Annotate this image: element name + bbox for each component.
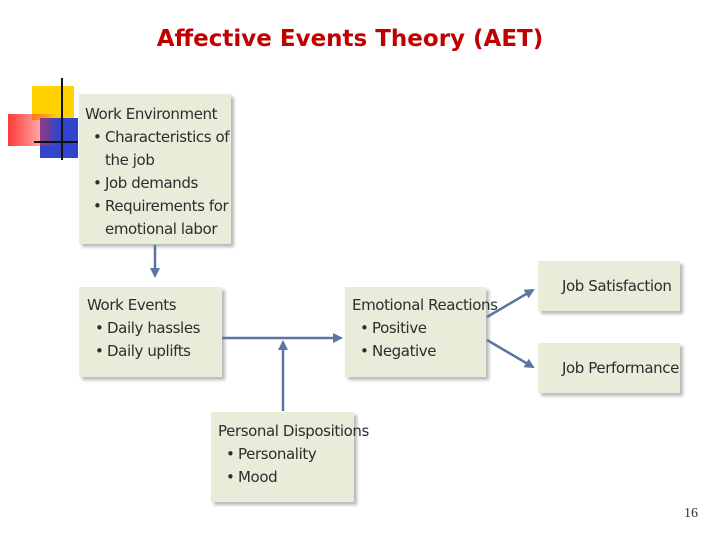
arrow-reactions-to-satisfaction xyxy=(487,290,533,317)
arrow-reactions-to-performance xyxy=(487,340,533,367)
page-number: 16 xyxy=(684,506,698,522)
